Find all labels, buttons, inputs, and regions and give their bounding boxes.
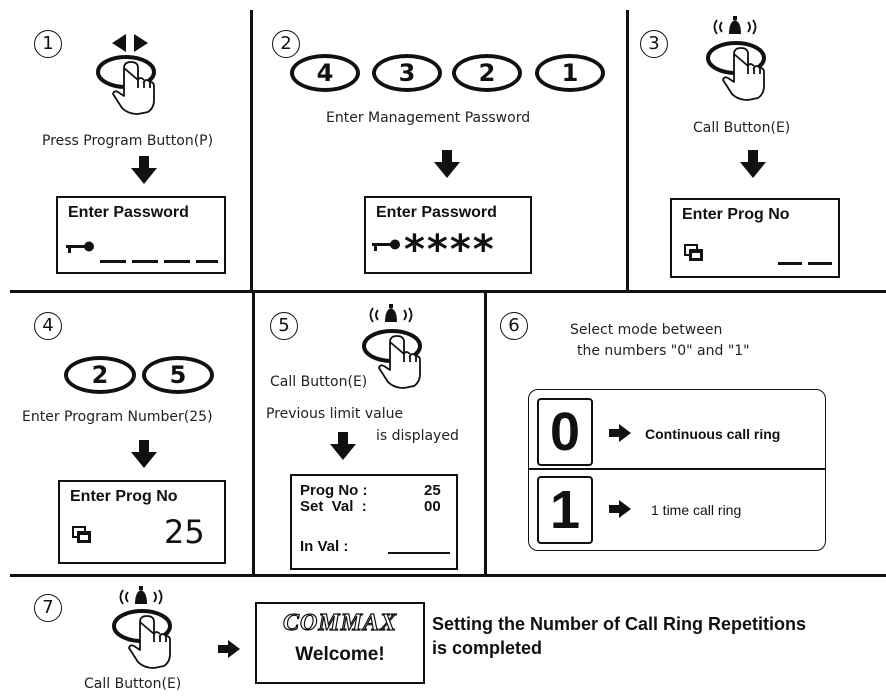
welcome-text: Welcome! — [295, 644, 385, 665]
lcd-title: Enter Password — [68, 204, 189, 221]
prog-no-value: 25 — [424, 482, 441, 499]
completion-line-2: is completed — [432, 638, 543, 658]
key-2-button: 2 — [452, 54, 522, 92]
mode-select-box: 0 Continuous call ring 1 1 time call rin… — [528, 389, 826, 551]
step-3-caption: Call Button(E) — [693, 120, 791, 136]
password-blanks — [100, 260, 218, 263]
step-1-lcd: Enter Password — [56, 196, 226, 274]
bell-icon — [713, 16, 757, 35]
step-3-lcd: Enter Prog No — [670, 198, 840, 278]
welcome-screen: COMMAX Welcome! — [255, 602, 425, 684]
step-1-number: 1 — [34, 30, 62, 58]
lcd-title: Enter Password — [376, 204, 497, 221]
prog-no-label: Prog No : — [300, 482, 368, 499]
step-2-caption: Enter Management Password — [326, 110, 531, 126]
masked-password: **** — [404, 227, 496, 273]
prog-no-blanks — [778, 262, 832, 265]
lcd-title: Enter Prog No — [70, 488, 178, 505]
step-1-caption: Press Program Button(P) — [42, 133, 214, 149]
arrow-right-icon — [609, 424, 631, 442]
step-4-number: 4 — [34, 312, 62, 340]
col-divider-4 — [484, 293, 487, 574]
arrow-down-icon — [131, 156, 157, 184]
step-5-note-line-1: Previous limit value — [266, 406, 404, 422]
set-val-label: Set Val : — [300, 498, 367, 515]
key-5-button: 5 — [142, 356, 214, 394]
set-val-value: 00 — [424, 498, 441, 515]
step-4-caption: Enter Program Number(25) — [22, 409, 213, 425]
step-2-lcd: Enter Password **** — [364, 196, 532, 274]
commax-logo: COMMAX — [282, 609, 398, 636]
in-val-label: In Val : — [300, 538, 349, 555]
step-7-number: 7 — [34, 594, 62, 622]
completion-line-1: Setting the Number of Call Ring Repetiti… — [432, 614, 807, 634]
step-6-caption-line-2: the numbers "0" and "1" — [577, 343, 750, 359]
call-button-hand-icon — [362, 329, 422, 389]
arrow-right-icon — [218, 640, 240, 658]
row-divider-top — [10, 290, 886, 293]
arrow-down-icon — [330, 432, 356, 460]
step-6-number: 6 — [500, 312, 528, 340]
key-1-button: 1 — [535, 54, 605, 92]
key-icon — [66, 241, 94, 253]
key-2-button: 2 — [64, 356, 136, 394]
key-icon — [372, 239, 400, 251]
left-right-arrows-icon — [112, 34, 148, 52]
step-6-caption-line-1: Select mode between — [570, 322, 723, 338]
arrow-down-icon — [131, 440, 157, 468]
col-divider-3 — [252, 293, 255, 574]
lcd-title: Enter Prog No — [682, 206, 790, 223]
step-2-number: 2 — [272, 30, 300, 58]
press-button-hand-icon — [96, 55, 156, 115]
mode-1-label: 1 time call ring — [651, 502, 742, 518]
mode-1-digit: 1 — [537, 476, 593, 544]
copy-icon — [684, 244, 703, 261]
call-button-hand-icon — [706, 41, 766, 101]
in-val-blank — [388, 552, 450, 554]
key-3-button: 3 — [372, 54, 442, 92]
copy-icon — [72, 526, 91, 543]
arrow-down-icon — [740, 150, 766, 178]
arrow-down-icon — [434, 150, 460, 178]
arrow-right-icon — [609, 500, 631, 518]
mode-0-digit: 0 — [537, 398, 593, 466]
step-5-caption: Call Button(E) — [270, 374, 368, 390]
step-5-lcd: Prog No : 25 Set Val : 00 In Val : — [290, 474, 458, 570]
step-5-number: 5 — [270, 312, 298, 340]
col-divider-2 — [626, 10, 629, 290]
bell-icon — [119, 586, 163, 605]
col-divider-1 — [250, 10, 253, 290]
mode-divider — [529, 468, 825, 470]
step-5-note-line-2: is displayed — [376, 428, 459, 444]
step-7-caption: Call Button(E) — [84, 676, 182, 692]
step-4-lcd: Enter Prog No 25 — [58, 480, 226, 564]
key-4-button: 4 — [290, 54, 360, 92]
call-button-hand-icon — [112, 609, 172, 669]
step-3-number: 3 — [640, 30, 668, 58]
row-divider-bottom — [10, 574, 886, 577]
bell-icon — [369, 304, 413, 323]
prog-no-value: 25 — [164, 513, 205, 551]
mode-0-label: Continuous call ring — [645, 426, 781, 442]
